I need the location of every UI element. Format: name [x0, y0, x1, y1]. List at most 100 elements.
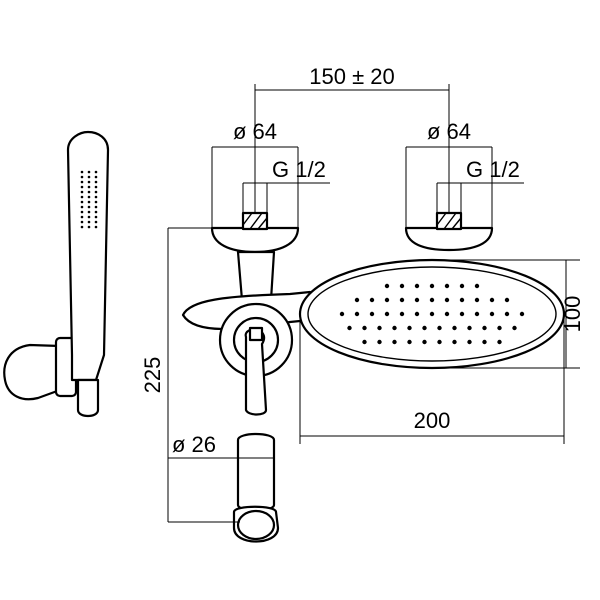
hand-shower-nozzle	[87, 170, 91, 174]
shower-head-nozzle	[377, 339, 382, 345]
mixer-lever	[244, 328, 268, 416]
hand-shower-nozzle	[87, 210, 91, 214]
shower-head-nozzle	[422, 339, 427, 345]
hand-shower-nozzle	[94, 175, 98, 179]
shower-head-nozzle	[399, 311, 405, 317]
shower-head-nozzle	[399, 297, 405, 303]
shower-head-width-label: 200	[414, 408, 451, 433]
hand-shower-nozzle	[94, 215, 98, 219]
shower-head-nozzle	[474, 311, 480, 317]
dimension-labels: 150 ± 20 ø 64 ø 64 G 1/2 G 1/2 225 ø 26 …	[140, 64, 585, 457]
shower-head-nozzle	[504, 297, 510, 303]
left-flange-diameter-label: ø 64	[233, 119, 277, 144]
shower-head-nozzle	[399, 283, 405, 289]
shower-head-nozzle	[489, 297, 495, 303]
hand-shower-nozzle	[80, 205, 84, 209]
shower-head-nozzle	[459, 283, 465, 289]
left-connection-hatch	[241, 211, 269, 231]
hand-shower-nozzle	[80, 220, 84, 224]
shower-head-nozzle	[354, 297, 360, 303]
hand-shower-nozzle	[94, 225, 98, 229]
hand-shower-nozzle	[87, 200, 91, 204]
left-thread-label: G 1/2	[272, 157, 326, 182]
shower-head-nozzle	[422, 325, 427, 331]
hand-shower-hose-connector	[76, 378, 100, 418]
shower-head-nozzle	[384, 297, 390, 303]
right-flange	[404, 226, 494, 252]
shower-head-height-label: 100	[560, 296, 585, 333]
hand-shower-nozzle	[80, 195, 84, 199]
shower-head-nozzle	[489, 311, 495, 317]
hand-shower-nozzle	[94, 185, 98, 189]
shower-head-nozzle	[519, 311, 525, 317]
hand-shower-holder	[3, 336, 78, 401]
shower-head-nozzle	[414, 297, 420, 303]
shower-head-nozzle	[369, 311, 375, 317]
shower-head-nozzle	[452, 339, 457, 345]
hand-shower-nozzle	[94, 210, 98, 214]
shower-head-nozzle	[497, 339, 502, 345]
overall-height-label: 225	[140, 357, 165, 394]
center-distance-label: 150 ± 20	[309, 64, 394, 89]
hand-shower-nozzle	[94, 180, 98, 184]
hand-shower-nozzle	[94, 190, 98, 194]
right-connection-hatch	[435, 211, 463, 231]
shower-head-nozzle	[392, 325, 397, 331]
hand-shower-nozzle	[87, 195, 91, 199]
shower-head-nozzle	[459, 311, 465, 317]
hand-shower-nozzle	[87, 175, 91, 179]
shower-head-nozzle	[414, 311, 420, 317]
shower-head-nozzle	[339, 311, 345, 317]
hand-shower-nozzle	[80, 210, 84, 214]
shower-head-nozzle	[467, 339, 472, 345]
hand-shower-nozzle	[80, 185, 84, 189]
shower-head-nozzle	[429, 283, 435, 289]
shower-head-nozzle	[444, 297, 450, 303]
hand-shower-nozzle	[80, 180, 84, 184]
shower-head-nozzle	[512, 325, 517, 331]
hand-shower-nozzle	[94, 220, 98, 224]
shower-head-nozzle	[369, 297, 375, 303]
hand-shower-nozzle	[87, 180, 91, 184]
hand-shower-nozzle	[87, 190, 91, 194]
mixer-body	[181, 211, 494, 543]
shower-head-nozzle	[474, 283, 480, 289]
shower-head-nozzle	[347, 325, 352, 331]
shower-head-nozzle	[362, 339, 367, 345]
hand-shower-nozzle	[94, 195, 98, 199]
hand-shower-nozzle	[80, 200, 84, 204]
hand-shower-nozzle	[94, 200, 98, 204]
hand-shower-nozzle	[87, 215, 91, 219]
hand-shower-nozzle	[87, 220, 91, 224]
shower-head-nozzle	[392, 339, 397, 345]
hand-shower-nozzle	[87, 205, 91, 209]
shower-head-nozzle	[459, 297, 465, 303]
hand-shower-handle	[66, 130, 110, 382]
shower-head-nozzle	[377, 325, 382, 331]
shower-head-nozzle	[444, 311, 450, 317]
right-thread-label: G 1/2	[466, 157, 520, 182]
shower-head-inner	[307, 266, 557, 362]
shower-head-nozzle	[482, 339, 487, 345]
shower-head-nozzle	[362, 325, 367, 331]
shower-head-nozzle	[504, 311, 510, 317]
hand-shower-nozzle	[80, 215, 84, 219]
shower-head-nozzle	[467, 325, 472, 331]
hand-shower-nozzle-strip	[80, 170, 98, 229]
hand-shower-nozzle	[80, 225, 84, 229]
shower-head-nozzle	[444, 283, 450, 289]
shower-head-nozzles	[339, 283, 525, 345]
mixer-vertical-tube	[236, 250, 276, 302]
hand-shower-nozzle	[94, 170, 98, 174]
hand-shower-nozzle	[80, 175, 84, 179]
shower-head-nozzle	[429, 311, 435, 317]
shower-head-nozzle	[384, 283, 390, 289]
shower-head-nozzle	[482, 325, 487, 331]
hand-shower-nozzle	[80, 170, 84, 174]
shower-head-nozzle	[437, 325, 442, 331]
dimension-lines	[167, 84, 580, 523]
shower-head-nozzle	[437, 339, 442, 345]
shower-head-nozzle	[429, 297, 435, 303]
hand-shower	[3, 130, 110, 418]
